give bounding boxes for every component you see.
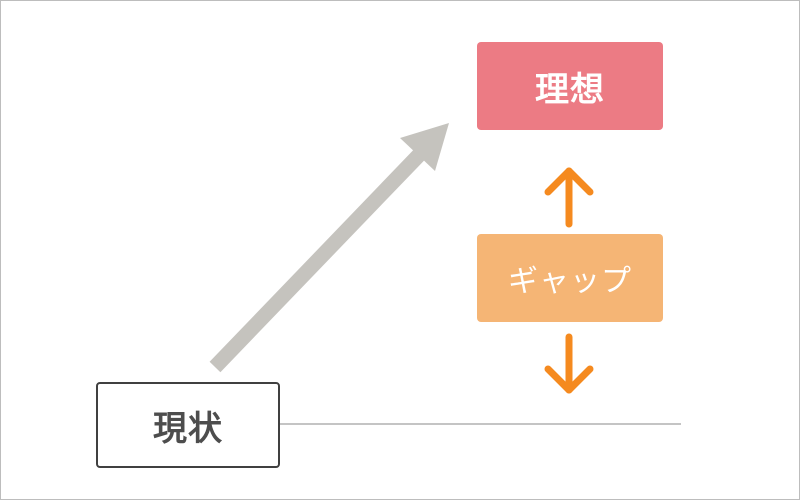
- ideal-box: 理想: [477, 42, 663, 130]
- ideal-label: 理想: [535, 69, 605, 110]
- gap-label: ギャップ: [508, 264, 632, 299]
- current-label: 現状: [153, 408, 223, 449]
- arrow-up-icon: [544, 167, 594, 228]
- diagonal-arrow-icon: [209, 123, 449, 373]
- arrow-down-icon: [544, 333, 594, 394]
- current-box: 現状: [96, 382, 280, 468]
- gap-box: ギャップ: [477, 234, 663, 322]
